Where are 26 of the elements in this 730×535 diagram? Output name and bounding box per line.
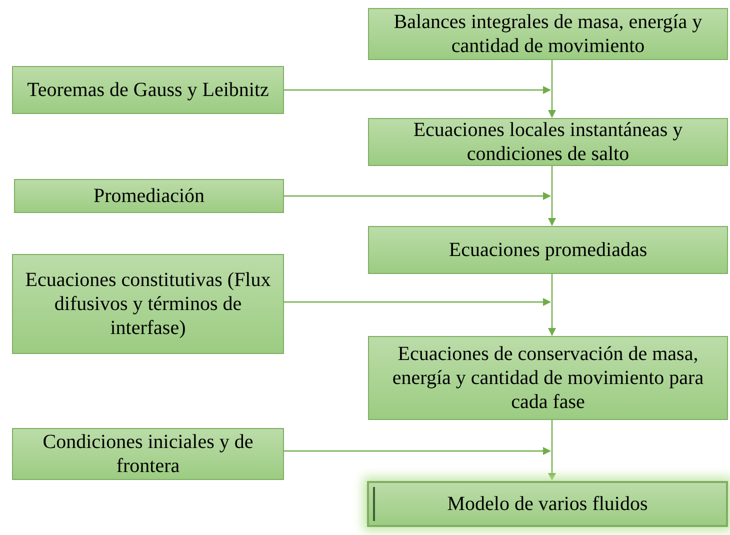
- process-box: [368, 336, 728, 420]
- box-text: Teoremas de Gauss y Leibnitz: [27, 78, 269, 102]
- process-box: [368, 118, 728, 166]
- process-box: [368, 8, 728, 60]
- process-box: [368, 226, 728, 274]
- process-box: [12, 428, 284, 480]
- box-text: Ecuaciones promediadas: [448, 238, 648, 262]
- process-box: [367, 481, 728, 527]
- box-text: Modelo de varios fluidos: [447, 492, 648, 516]
- arrow: [548, 166, 556, 226]
- arrow: [284, 86, 551, 94]
- box-text: Balances integrales de masa, energía y cantidad de movimiento: [392, 10, 704, 58]
- process-box: [14, 179, 284, 213]
- process-box: [12, 66, 284, 114]
- box-text: Condiciones iniciales y de frontera: [42, 430, 254, 478]
- box-text: Promediación: [93, 184, 205, 208]
- arrow: [284, 298, 551, 306]
- arrow: [548, 420, 556, 481]
- process-box: [12, 254, 284, 354]
- arrow: [548, 60, 556, 118]
- arrow: [284, 192, 551, 200]
- box-text: Ecuaciones de conservación de masa, energía y cantidad de movimiento para cada fase: [391, 342, 705, 414]
- box-text: Ecuaciones locales instantáneas y condiciones de salto: [412, 118, 684, 166]
- arrow: [284, 447, 551, 455]
- box-text: Ecuaciones constitutivas (Flux difusivos y términos de interfase): [24, 268, 272, 340]
- arrow: [548, 274, 556, 336]
